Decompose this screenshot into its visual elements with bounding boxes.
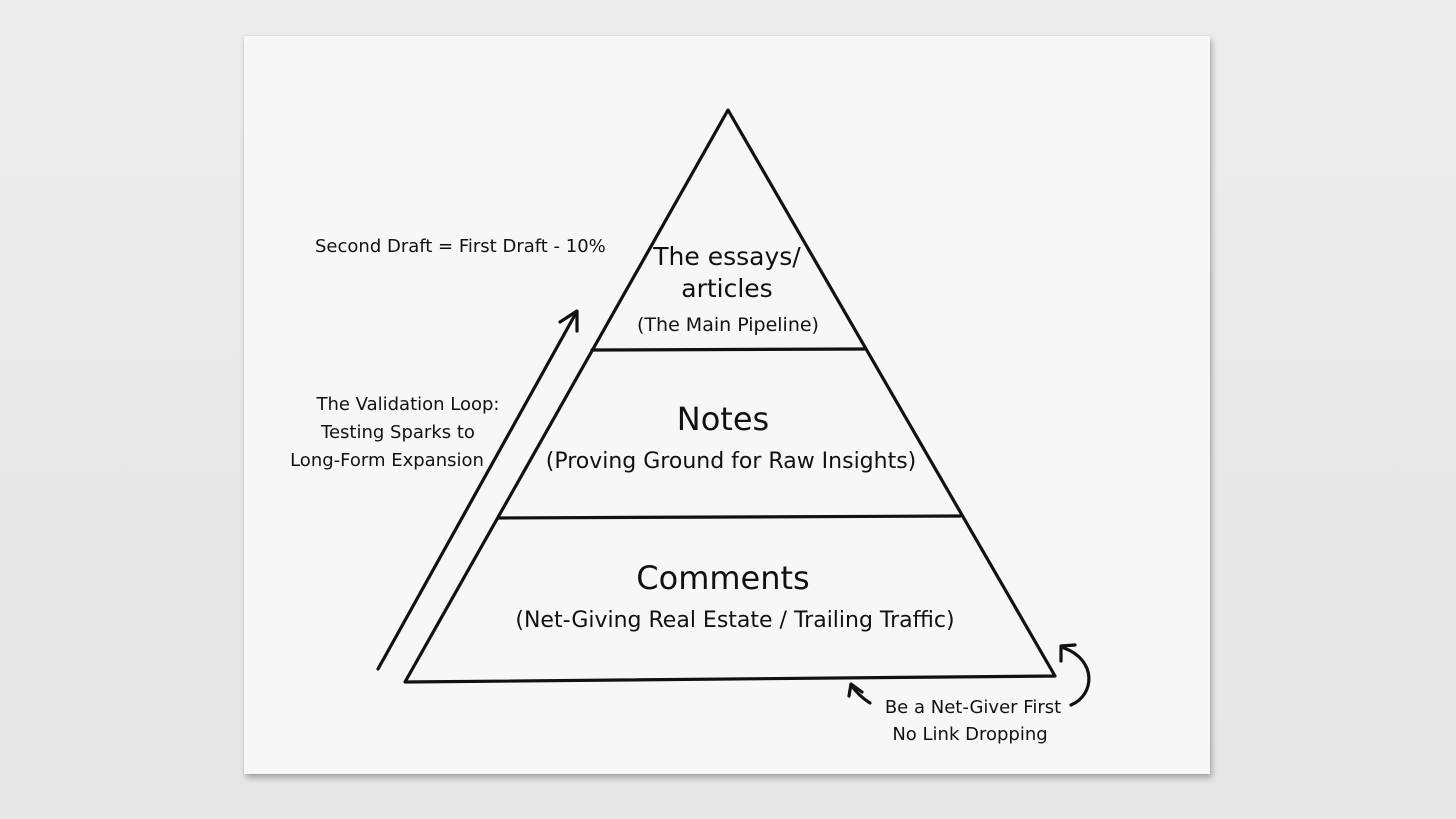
net-giver-line2: No Link Dropping (892, 724, 1047, 745)
validation-arrowhead (558, 309, 579, 333)
tier-top-title-line1: The essays/ (652, 242, 801, 271)
net-giver-arrowhead-right (1059, 643, 1077, 663)
tier-top-title-line2: articles (681, 274, 772, 303)
tier-top-subtitle: (The Main Pipeline) (637, 314, 819, 336)
validation-loop-line3: Long-Form Expansion (290, 450, 484, 471)
net-giver-arrow-right (1062, 646, 1091, 707)
tier-bottom-title: Comments (636, 559, 809, 597)
tier-divider-bottom (496, 514, 962, 520)
pyramid-outline (403, 108, 1057, 684)
net-giver-arrow-left-tail (849, 683, 872, 705)
tier-middle-title: Notes (677, 400, 769, 438)
tier-bottom-subtitle: (Net-Giving Real Estate / Trailing Traff… (515, 608, 954, 633)
validation-loop-line2: Testing Sparks to (320, 422, 475, 443)
validation-loop-line1: The Validation Loop: (315, 394, 499, 415)
tier-middle-subtitle: (Proving Ground for Raw Insights) (546, 449, 917, 474)
tier-divider-top (590, 347, 866, 352)
second-draft-note: Second Draft = First Draft - 10% (315, 236, 606, 257)
whiteboard (244, 36, 1210, 774)
net-giver-line1: Be a Net-Giver First (885, 697, 1061, 718)
validation-arrow (376, 311, 578, 671)
